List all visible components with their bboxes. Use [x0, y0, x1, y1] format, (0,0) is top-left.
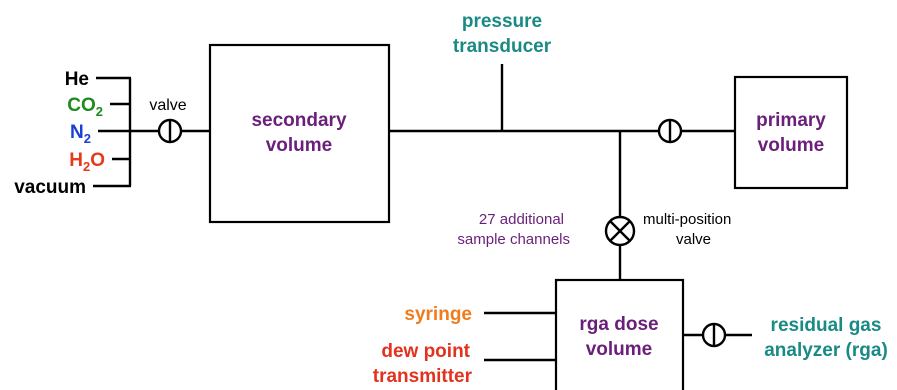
secondary-volume-box — [208, 43, 391, 224]
valve-label: valve — [149, 97, 186, 114]
gas-label-n2: N2 — [70, 122, 91, 146]
input-valve-icon[interactable] — [157, 118, 183, 144]
gas-label-he: He — [65, 69, 89, 90]
rga-valve-icon[interactable] — [701, 322, 727, 348]
primary-volume-box — [733, 75, 849, 190]
gas-label-h2o: H2O — [69, 150, 105, 174]
rga-dose-volume-box — [554, 278, 685, 390]
multi-position-valve-icon[interactable] — [604, 215, 636, 247]
syringe-label: syringe — [404, 304, 472, 325]
primary-valve-icon[interactable] — [657, 118, 683, 144]
gas-label-co2: CO2 — [67, 95, 103, 119]
gas-label-vacuum: vacuum — [14, 177, 86, 198]
